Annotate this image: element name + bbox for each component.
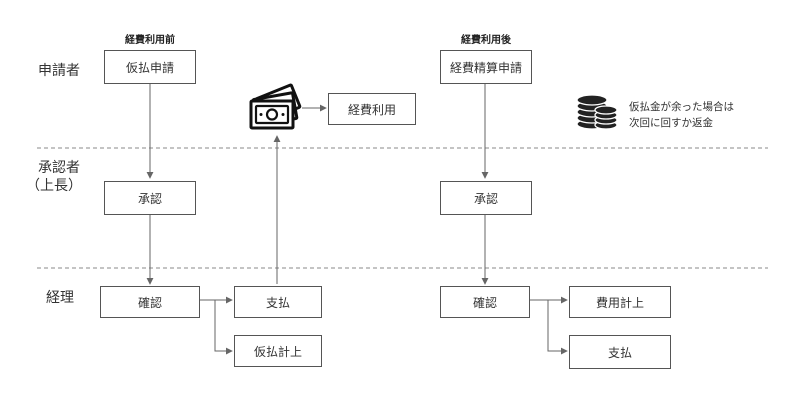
after-apply-label: 経費精算申請 [449, 60, 522, 75]
before-payment-label: 支払 [265, 295, 290, 310]
banknotes-icon [249, 83, 302, 130]
before-use-box: 経費利用 [328, 93, 416, 125]
after-approve-box: 承認 [440, 181, 532, 215]
before-approve-box: 承認 [104, 181, 196, 215]
after-record-label: 費用計上 [595, 295, 644, 310]
after-apply-box: 経費精算申請 [440, 50, 532, 84]
after-payment-box: 支払 [569, 335, 671, 369]
before-record-box: 仮払計上 [234, 335, 322, 367]
lane-label-approver-role: （上長） [26, 178, 82, 194]
refund-note-line2: 次回に回すか返金 [629, 117, 713, 129]
after-payment-label: 支払 [607, 345, 632, 360]
before-approve-label: 承認 [137, 191, 162, 206]
arrow-confirm-to-record [214, 300, 233, 355]
before-title: 経費利用前 [125, 35, 175, 46]
arrow-after-confirm-to-payment [547, 300, 568, 355]
refund-note: 仮払金が余った場合は 次回に回すか返金 [629, 99, 734, 131]
before-confirm-label: 確認 [137, 295, 162, 310]
after-approve-label: 承認 [473, 191, 498, 206]
before-use-label: 経費利用 [347, 102, 396, 117]
lane-label-accounting: 経理 [46, 290, 74, 306]
after-record-box: 費用計上 [569, 286, 671, 318]
before-confirm-box: 確認 [100, 286, 200, 318]
lane-label-applicant: 申請者 [38, 63, 80, 79]
after-confirm-box: 確認 [440, 286, 530, 318]
after-title: 経費利用後 [461, 35, 511, 46]
refund-note-line1: 仮払金が余った場合は [629, 101, 734, 113]
before-apply-label: 仮払申請 [125, 60, 174, 75]
lane-label-approver: 承認者 [38, 160, 80, 176]
before-record-label: 仮払計上 [253, 344, 302, 359]
before-apply-box: 仮払申請 [104, 50, 196, 84]
after-confirm-label: 確認 [472, 295, 497, 310]
coin-stack-icon [576, 94, 618, 130]
before-payment-box: 支払 [234, 286, 322, 318]
